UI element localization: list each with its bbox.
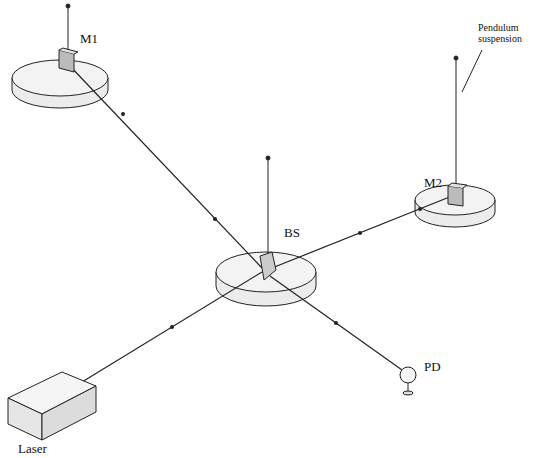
detector-label: PD (424, 360, 441, 374)
beam (82, 272, 262, 382)
mirror-label: M1 (80, 32, 98, 46)
pendulum-wires (66, 4, 482, 256)
mirrors (59, 48, 467, 280)
beam-dots (121, 112, 422, 329)
photodiode (400, 367, 416, 395)
laser-label: Laser (18, 442, 47, 456)
optical-tables (12, 60, 495, 306)
leader-line (462, 50, 482, 92)
beam (272, 196, 452, 268)
beam (270, 276, 402, 370)
table-top (216, 252, 316, 292)
beamsplitter-label: BS (284, 226, 300, 240)
mirror-label: M2 (424, 176, 442, 190)
laser-box (8, 372, 96, 440)
laser-beams (68, 64, 452, 382)
part-label: Pendulum suspension (478, 22, 540, 44)
beam (68, 64, 262, 268)
